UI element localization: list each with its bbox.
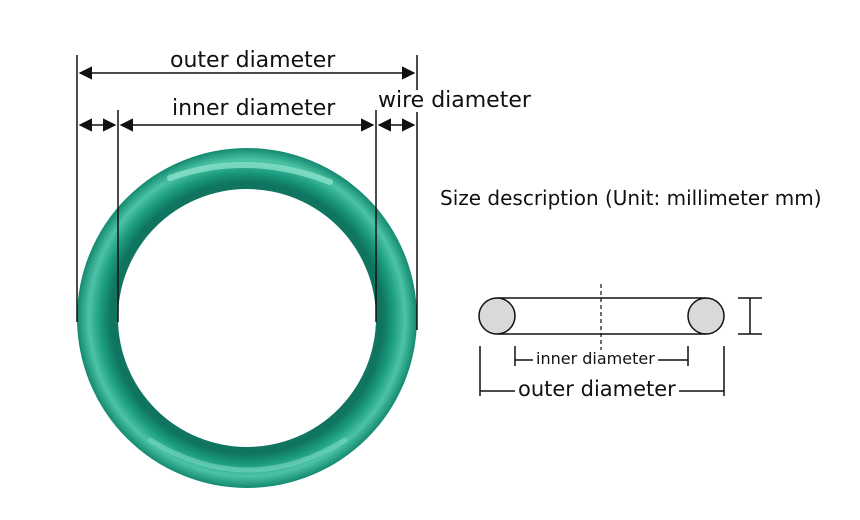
schematic-inner-diameter-label: inner diameter — [533, 351, 658, 367]
outer-diameter-label: outer diameter — [170, 48, 336, 73]
inner-diameter-label: inner diameter — [172, 96, 336, 121]
schematic-right-cross-section — [687, 297, 725, 335]
size-description-label: Size description (Unit: millimeter mm) — [440, 186, 822, 210]
oring-lower-highlight — [147, 437, 348, 473]
oring-body — [77, 148, 417, 488]
wire-diameter-label: wire diameter — [378, 88, 531, 113]
schematic-outer-diameter-label: outer diameter — [515, 379, 679, 400]
schematic-left-cross-section — [478, 297, 516, 335]
oring-schematic — [478, 284, 762, 396]
oring-highlight — [167, 161, 333, 185]
oring-photo — [77, 148, 417, 488]
